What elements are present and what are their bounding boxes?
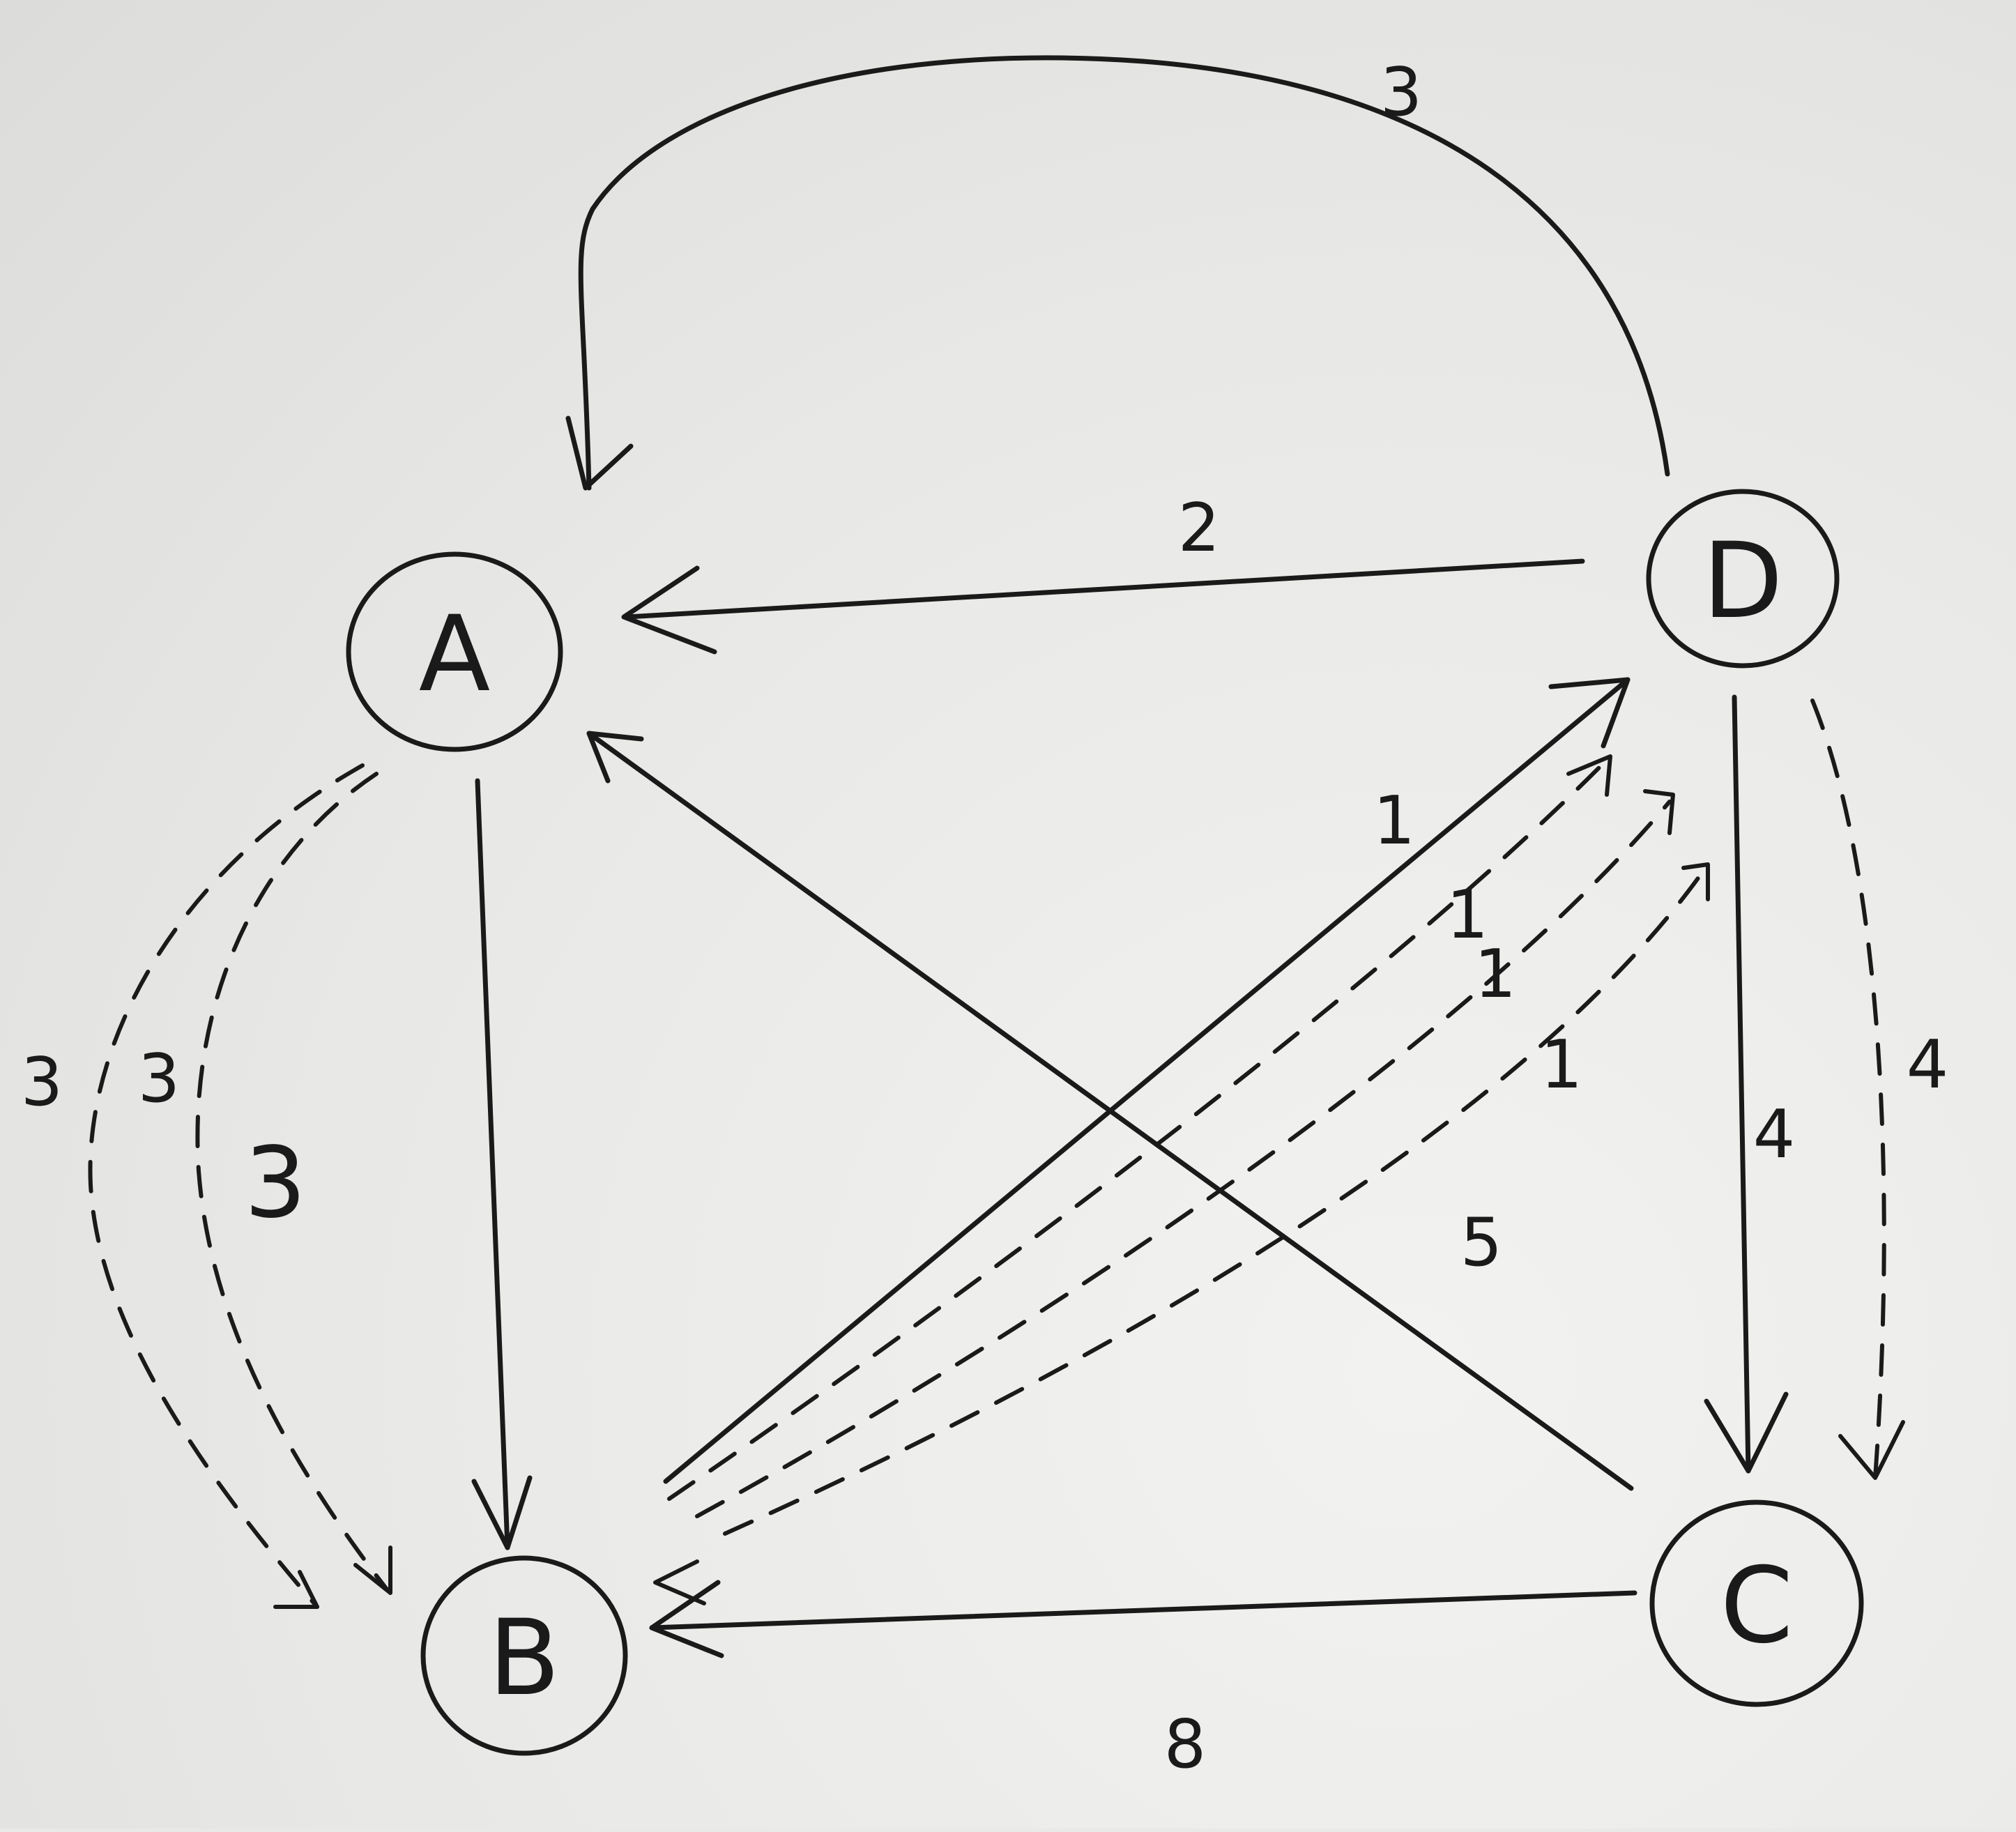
edge-b-d-dashed-1 xyxy=(667,754,1612,1501)
weight-d-b-dashed: 5 xyxy=(1460,1205,1502,1281)
node-b-label: B xyxy=(489,1598,560,1719)
extra-weight-label: 3 xyxy=(244,1127,306,1240)
edge-a-b-dashed-outer xyxy=(88,763,365,1609)
arrowhead-a-b-dashed-outer xyxy=(273,1570,319,1609)
node-c xyxy=(1649,1499,1864,1707)
arrowhead-d-a-straight xyxy=(621,565,717,655)
arrowhead-d-b-dashed xyxy=(653,1559,706,1605)
arrowhead-b-d xyxy=(1548,677,1631,749)
weight-d-c-dashed: 4 xyxy=(1907,1027,1948,1104)
edge-d-c xyxy=(1732,694,1751,1474)
arrowhead-d-c xyxy=(1704,1391,1789,1474)
arrowhead-b-d-dashed-1 xyxy=(1566,754,1612,797)
edge-b-d-dashed-3 xyxy=(723,862,1710,1536)
node-d-label: D xyxy=(1702,521,1783,642)
weight-b-d-dashed-1: 1 xyxy=(1446,877,1488,954)
arrowhead-a-b-dashed-inner xyxy=(353,1545,392,1595)
edge-d-c-dashed xyxy=(1810,699,1886,1480)
arrowhead-d-a-arc xyxy=(565,415,634,491)
weight-c-b: 8 xyxy=(1164,1707,1206,1783)
edge-d-a-arc xyxy=(578,55,1670,491)
edge-b-d xyxy=(663,677,1631,1484)
weight-d-c: 4 xyxy=(1753,1097,1795,1173)
weight-d-a-straight: 2 xyxy=(1178,490,1220,567)
node-c-label: C xyxy=(1720,1545,1794,1667)
arrowhead-a-b xyxy=(471,1475,533,1550)
arrowhead-c-a xyxy=(586,731,644,784)
node-a-label: A xyxy=(419,594,491,715)
edge-a-b-dashed-inner xyxy=(195,772,389,1591)
node-a xyxy=(346,551,563,752)
arrowhead-c-b xyxy=(649,1580,724,1658)
node-b xyxy=(420,1555,628,1756)
arrowhead-b-d-dashed-3 xyxy=(1681,862,1710,901)
weight-d-a-arc: 3 xyxy=(1380,54,1422,131)
weight-b-d-dashed-3: 1 xyxy=(1541,1027,1582,1104)
weight-a-b-dashed-outer: 3 xyxy=(21,1044,63,1121)
arrowhead-d-c-dashed xyxy=(1838,1420,1905,1480)
edge-c-b xyxy=(649,1590,1637,1631)
arrowhead-b-d-dashed-2 xyxy=(1643,789,1675,835)
edge-b-d-dashed-2 xyxy=(695,800,1672,1518)
edge-a-b xyxy=(475,778,510,1550)
weight-b-d-dashed-2: 1 xyxy=(1474,936,1516,1013)
weight-b-d: 1 xyxy=(1373,783,1415,860)
node-d xyxy=(1646,489,1840,669)
edge-d-a-straight xyxy=(625,558,1585,620)
weight-a-b-dashed-inner: 3 xyxy=(138,1041,180,1117)
